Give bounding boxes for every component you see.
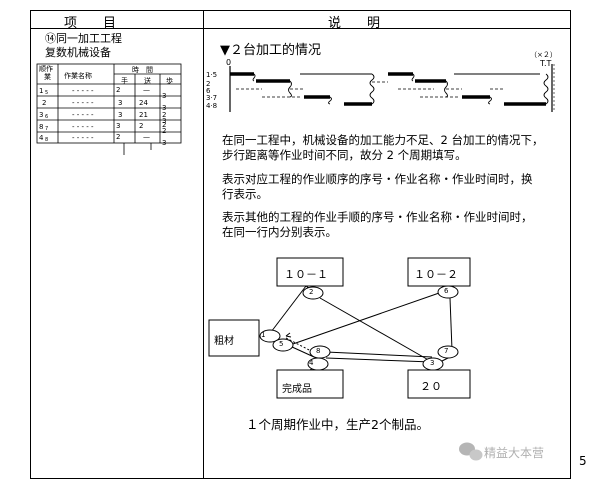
flow-node-3: 3: [430, 359, 435, 367]
table-header-hand: 手: [121, 77, 128, 85]
paragraph-line: 在同一工程中，机械设备的加工能力不足、2 台加工的情况下，: [222, 133, 544, 147]
flow-node-4: 4: [309, 359, 314, 367]
table-row-hand: 2: [116, 133, 121, 141]
table-row-no: 2: [42, 99, 47, 107]
box-10-2: １０－２: [414, 268, 458, 281]
table-row-step2: 2: [162, 127, 167, 135]
table-row-name: - - - - -: [72, 123, 94, 131]
table-row-name: - - - - -: [72, 87, 94, 95]
table-row-sub: 6: [45, 114, 49, 120]
table-row-hand: 3: [118, 99, 123, 107]
paragraph-line: 表示其他的工程的作业手顺的序号・作业名称・作业时间时，: [222, 210, 533, 224]
watermark: 精益大本营: [484, 446, 545, 460]
table-row-feed: 2: [139, 122, 144, 130]
table-row-name: - - - - -: [72, 99, 94, 107]
table-row-step: 2: [162, 121, 167, 129]
chart-row-label: 1·5: [206, 71, 218, 79]
table-row-hand: 2: [116, 86, 121, 94]
box-material: 粗材: [214, 336, 234, 347]
table-header-order: 顺作: [39, 65, 53, 73]
chart-row-label: 2: [206, 80, 211, 88]
table-header-time: 時 間: [132, 66, 153, 74]
box-10-1: １０－１: [284, 268, 328, 281]
table-row-no: 3: [39, 111, 44, 119]
box-20: ２０: [420, 380, 442, 393]
flow-node-7: 7: [444, 347, 449, 355]
paragraph-line: 行表示。: [222, 187, 268, 201]
flow-node-5: 5: [279, 340, 284, 348]
table-header-order2: 業: [44, 73, 51, 81]
table-row-no: 4: [39, 134, 44, 142]
table-row-feed: 24: [139, 99, 148, 107]
chart-zero: 0: [226, 58, 232, 67]
flow-node-6: 6: [444, 287, 449, 295]
paragraph-line: 步行距离等作业时间不同，故分 2 个周期填写。: [222, 148, 467, 162]
time-chart: [229, 64, 555, 112]
item-title: ⑭同一加工工程: [45, 32, 122, 45]
chart-row-label: 4·8: [206, 102, 218, 110]
table-row-hand: 3: [116, 122, 121, 130]
table-row-sub: 8: [45, 137, 49, 143]
paragraph-line: 在同一行内分别表示。: [222, 225, 337, 239]
chart-row-label: 6: [206, 87, 211, 95]
header-item: 项 目: [64, 16, 117, 31]
flow-node-8: 8: [316, 347, 321, 355]
table-header-name: 作業名称: [64, 72, 92, 80]
chart-row-label: 3·7: [206, 94, 218, 102]
table-row-step: 2: [162, 111, 167, 119]
table-row-step2: 3: [162, 92, 167, 100]
footer-note: １个周期作业中，生产2个制品。: [246, 417, 429, 432]
table-row-name: - - - - -: [72, 134, 94, 142]
flow-node-1: 1: [261, 331, 266, 339]
wechat-icon: [459, 442, 483, 461]
item-subtitle: 复数机械设备: [45, 46, 111, 59]
table-row-step2: 3: [162, 117, 167, 125]
table-row-hand: 3: [118, 111, 123, 119]
flow-node-2: 2: [309, 288, 314, 296]
table-row-no: 8: [39, 123, 44, 131]
table-row-sub: 7: [45, 126, 49, 132]
table-row-no: 1: [39, 87, 44, 95]
table-row-name: - - - - -: [72, 111, 94, 119]
table-row-step2: 3: [162, 139, 167, 147]
header-description: 说 明: [328, 16, 381, 31]
table-header-step: 歩: [166, 77, 173, 85]
table-row-feed: —: [143, 86, 150, 94]
section-title: ▼２台加工的情况: [220, 43, 321, 58]
table-row-feed: 21: [139, 111, 148, 119]
table-row-feed: —: [143, 133, 150, 141]
table-header-feed: 送: [144, 77, 151, 85]
table-row-sub: 5: [45, 90, 49, 96]
flow-diagram: [208, 257, 471, 399]
page-number: 5: [579, 454, 587, 468]
chart-tt: T.T: [540, 59, 552, 68]
box-finished: 完成品: [282, 384, 312, 395]
chart-tt-mult: （×２）: [530, 51, 557, 59]
paragraph-line: 表示对应工程的作业顺序的序号・作业名称・作业时间时，换: [222, 172, 533, 186]
table-row-step2: 3: [162, 104, 167, 112]
